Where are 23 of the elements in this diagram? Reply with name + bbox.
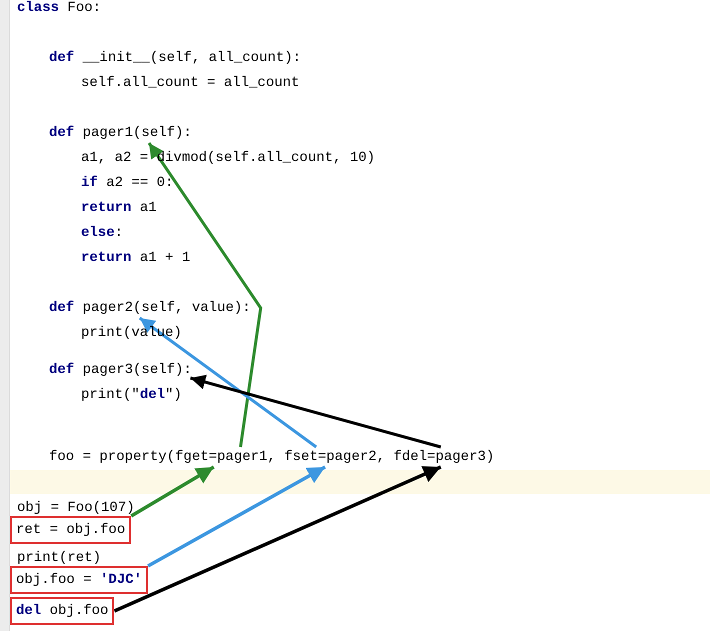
code-line: print(ret) xyxy=(17,549,102,568)
code-line: def pager2(self, value): xyxy=(49,298,251,318)
code-line: self.all_count = all_count xyxy=(81,74,300,93)
code-line: obj = Foo(107) xyxy=(17,499,135,518)
code-line: def pager1(self): xyxy=(49,123,192,143)
arrow xyxy=(138,316,318,448)
arrow xyxy=(147,465,326,568)
highlighted-code-box: ret = obj.foo xyxy=(10,516,132,544)
code-line: foo = property(fget=pager1, fset=pager2, fdel=pager3) xyxy=(49,447,494,467)
highlighted-code-box: del obj.foo xyxy=(10,597,114,625)
code-line: return a1 xyxy=(81,199,157,218)
code-line: def __init__(self, all_count): xyxy=(49,49,302,68)
code-line: if a2 == 0: xyxy=(81,174,174,193)
arrow xyxy=(114,465,442,613)
arrow xyxy=(130,466,215,518)
arrow xyxy=(190,374,442,448)
code-line: else: xyxy=(81,224,124,243)
arrow xyxy=(148,142,262,448)
code-line: print("del") xyxy=(81,386,182,405)
code-line: class Foo: xyxy=(17,0,102,18)
highlighted-code-box: obj.foo = 'DJC' xyxy=(10,566,148,594)
code-line: def pager3(self): xyxy=(49,360,192,380)
code-line: return a1 + 1 xyxy=(81,249,190,268)
